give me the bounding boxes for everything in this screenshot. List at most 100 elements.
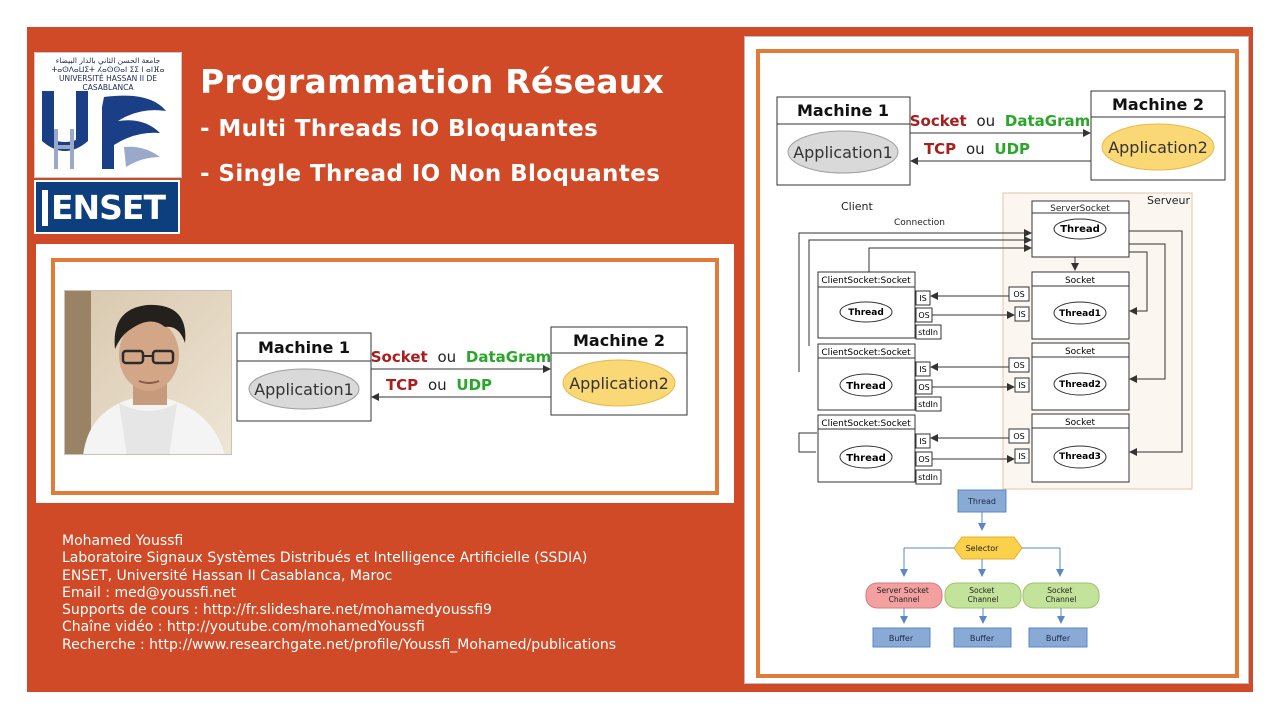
udp-label-large: UDP bbox=[994, 140, 1030, 158]
buffer-1-label: Buffer bbox=[889, 634, 914, 643]
svg-text:TCP ou UDP: TCP ou UDP bbox=[924, 140, 1030, 158]
university-logo: جامعة الحسن الثاني بالدار البيضاء ⵜⴰⵙⴷⴰⵡ… bbox=[34, 52, 182, 178]
connection-label: Connection bbox=[894, 218, 945, 228]
author-credits: Mohamed Youssfi Laboratoire Signaux Syst… bbox=[62, 533, 616, 654]
svg-text:Socket ou DataGram: Socket ou DataGram bbox=[910, 112, 1091, 130]
channel-socket-2: Socket Channel bbox=[1046, 586, 1077, 604]
app2-label-large: Application2 bbox=[1108, 138, 1208, 157]
machine2-label-large: Machine 2 bbox=[1112, 95, 1204, 114]
selector-label: Selector bbox=[966, 544, 1000, 553]
client-3-os: OS bbox=[918, 455, 929, 464]
client-1-is: IS bbox=[919, 294, 926, 303]
ou-label: ou bbox=[437, 348, 456, 366]
credit-research: Recherche : http://www.researchgate.net/… bbox=[62, 636, 617, 653]
presenter-photo bbox=[64, 290, 232, 455]
buffer-2-label: Buffer bbox=[970, 634, 995, 643]
machine2-label: Machine 2 bbox=[573, 331, 665, 350]
server-thread-socket-2: Socket Thread2 OS IS bbox=[1008, 342, 1130, 411]
enset-logo-bar bbox=[42, 190, 48, 226]
socket-label: Socket bbox=[371, 348, 428, 366]
nio-thread-label: Thread bbox=[967, 497, 996, 506]
server-thread-2: Thread2 bbox=[1059, 380, 1101, 390]
datagram-label-large: DataGram bbox=[1005, 112, 1090, 130]
ou-label-2: ou bbox=[428, 376, 447, 394]
client-socket-1-label: ClientSocket:Socket bbox=[821, 276, 911, 286]
machine1-label-large: Machine 1 bbox=[797, 101, 889, 120]
ou-label-large: ou bbox=[976, 112, 995, 130]
tcp-label: TCP bbox=[386, 376, 418, 394]
channel-socket-1-line2: Channel bbox=[968, 595, 999, 604]
datagram-label: DataGram bbox=[466, 348, 551, 366]
udp-label: UDP bbox=[456, 376, 492, 394]
socket-label-large: Socket bbox=[910, 112, 967, 130]
credit-lab: Laboratoire Signaux Systèmes Distribués … bbox=[62, 550, 588, 567]
channel-socket-2-line2: Channel bbox=[1046, 595, 1077, 604]
client-3-stdin: stdIn bbox=[918, 473, 938, 482]
client-socket-3: ClientSocket:Socket Thread IS OS stdIn bbox=[817, 414, 942, 485]
client-2-is: IS bbox=[919, 365, 926, 374]
credit-slides: Supports de cours : http://fr.slideshare… bbox=[62, 602, 492, 619]
tcp-label-large: TCP bbox=[924, 140, 956, 158]
enset-logo: ENSET bbox=[34, 180, 180, 234]
app1-label-large: Application1 bbox=[793, 143, 893, 162]
credit-school: ENSET, Université Hassan II Casablanca, … bbox=[62, 567, 393, 584]
client-socket-2: ClientSocket:Socket Thread IS OS stdIn bbox=[817, 343, 942, 412]
client-2-os: OS bbox=[918, 383, 929, 392]
channel-socket-1-line1: Socket bbox=[969, 586, 994, 595]
server-2-os: OS bbox=[1013, 361, 1024, 370]
server-socket-3-label: Socket bbox=[1065, 418, 1096, 428]
client-3-is: IS bbox=[919, 437, 926, 446]
uh2-emblem-icon bbox=[42, 91, 166, 169]
credit-video: Chaîne vidéo : http://youtube.com/mohame… bbox=[62, 619, 425, 636]
client-1-os: OS bbox=[918, 311, 929, 320]
client-socket-3-label: ClientSocket:Socket bbox=[821, 419, 911, 429]
server-3-os: OS bbox=[1013, 432, 1024, 441]
app2-label: Application2 bbox=[569, 374, 669, 393]
server-thread-3: Thread3 bbox=[1059, 452, 1101, 462]
credit-name: Mohamed Youssfi bbox=[62, 533, 184, 549]
server-socket-2-label: Socket bbox=[1065, 347, 1096, 357]
client-2-thread: Thread bbox=[846, 381, 886, 392]
server-1-os: OS bbox=[1013, 290, 1024, 299]
app1-label: Application1 bbox=[254, 380, 354, 399]
client-label: Client bbox=[841, 200, 874, 213]
server-socket-thread: Thread bbox=[1060, 224, 1100, 235]
server-thread-socket-3: Socket Thread3 OS IS bbox=[1008, 413, 1130, 483]
channel-socket-1: Socket Channel bbox=[968, 586, 999, 604]
buffer-3-label: Buffer bbox=[1046, 634, 1071, 643]
nio-diagram: Thread Selector Server Socket Channel So… bbox=[865, 489, 1100, 648]
machine-diagram-small: Machine 1 Application1 Machine 2 Applica… bbox=[236, 326, 688, 422]
server-thread-1: Thread1 bbox=[1059, 309, 1101, 319]
machine1-label: Machine 1 bbox=[258, 338, 350, 357]
client-socket-1: ClientSocket:Socket Thread IS OS stdIn bbox=[817, 271, 942, 340]
channel-server-line2: Channel bbox=[889, 595, 920, 604]
machine-diagram-large: Machine 1 Application1 Machine 2 Applica… bbox=[776, 90, 1226, 186]
client-socket-2-label: ClientSocket:Socket bbox=[821, 348, 911, 358]
channel-socket-2-line1: Socket bbox=[1047, 586, 1072, 595]
channel-server-line1: Server Socket bbox=[877, 586, 929, 595]
ou-label-large-2: ou bbox=[966, 140, 985, 158]
server-2-is: IS bbox=[1018, 381, 1025, 390]
client-3-thread: Thread bbox=[846, 453, 886, 464]
channel-server-socket: Server Socket Channel bbox=[877, 586, 931, 604]
client-1-thread: Thread bbox=[848, 308, 884, 318]
enset-logo-text: ENSET bbox=[51, 188, 166, 227]
presenter-portrait-icon bbox=[65, 291, 231, 454]
server-1-is: IS bbox=[1018, 310, 1025, 319]
client-1-stdin: stdIn bbox=[918, 328, 938, 337]
university-logo-text: جامعة الحسن الثاني بالدار البيضاء ⵜⴰⵙⴷⴰⵡ… bbox=[51, 56, 165, 92]
svg-text:Socket ou DataGram: Socket ou DataGram bbox=[371, 348, 552, 366]
credit-email: Email : med@youssfi.net bbox=[62, 584, 237, 601]
subtitle-single-thread: - Single Thread IO Non Bloquantes bbox=[200, 161, 661, 187]
server-socket-box: ServerSocket Thread bbox=[1031, 200, 1130, 258]
slide-title: Programmation Réseaux bbox=[200, 62, 665, 101]
svg-text:TCP ou UDP: TCP ou UDP bbox=[386, 376, 492, 394]
client-2-stdin: stdIn bbox=[918, 400, 938, 409]
subtitle-multi-threads: - Multi Threads IO Bloquantes bbox=[200, 116, 599, 142]
serveur-label: Serveur bbox=[1147, 194, 1191, 207]
server-3-is: IS bbox=[1018, 452, 1025, 461]
server-socket-1-label: Socket bbox=[1065, 276, 1096, 286]
server-socket-label: ServerSocket bbox=[1050, 204, 1110, 214]
server-thread-socket-1: Socket Thread1 OS IS bbox=[1008, 271, 1130, 340]
